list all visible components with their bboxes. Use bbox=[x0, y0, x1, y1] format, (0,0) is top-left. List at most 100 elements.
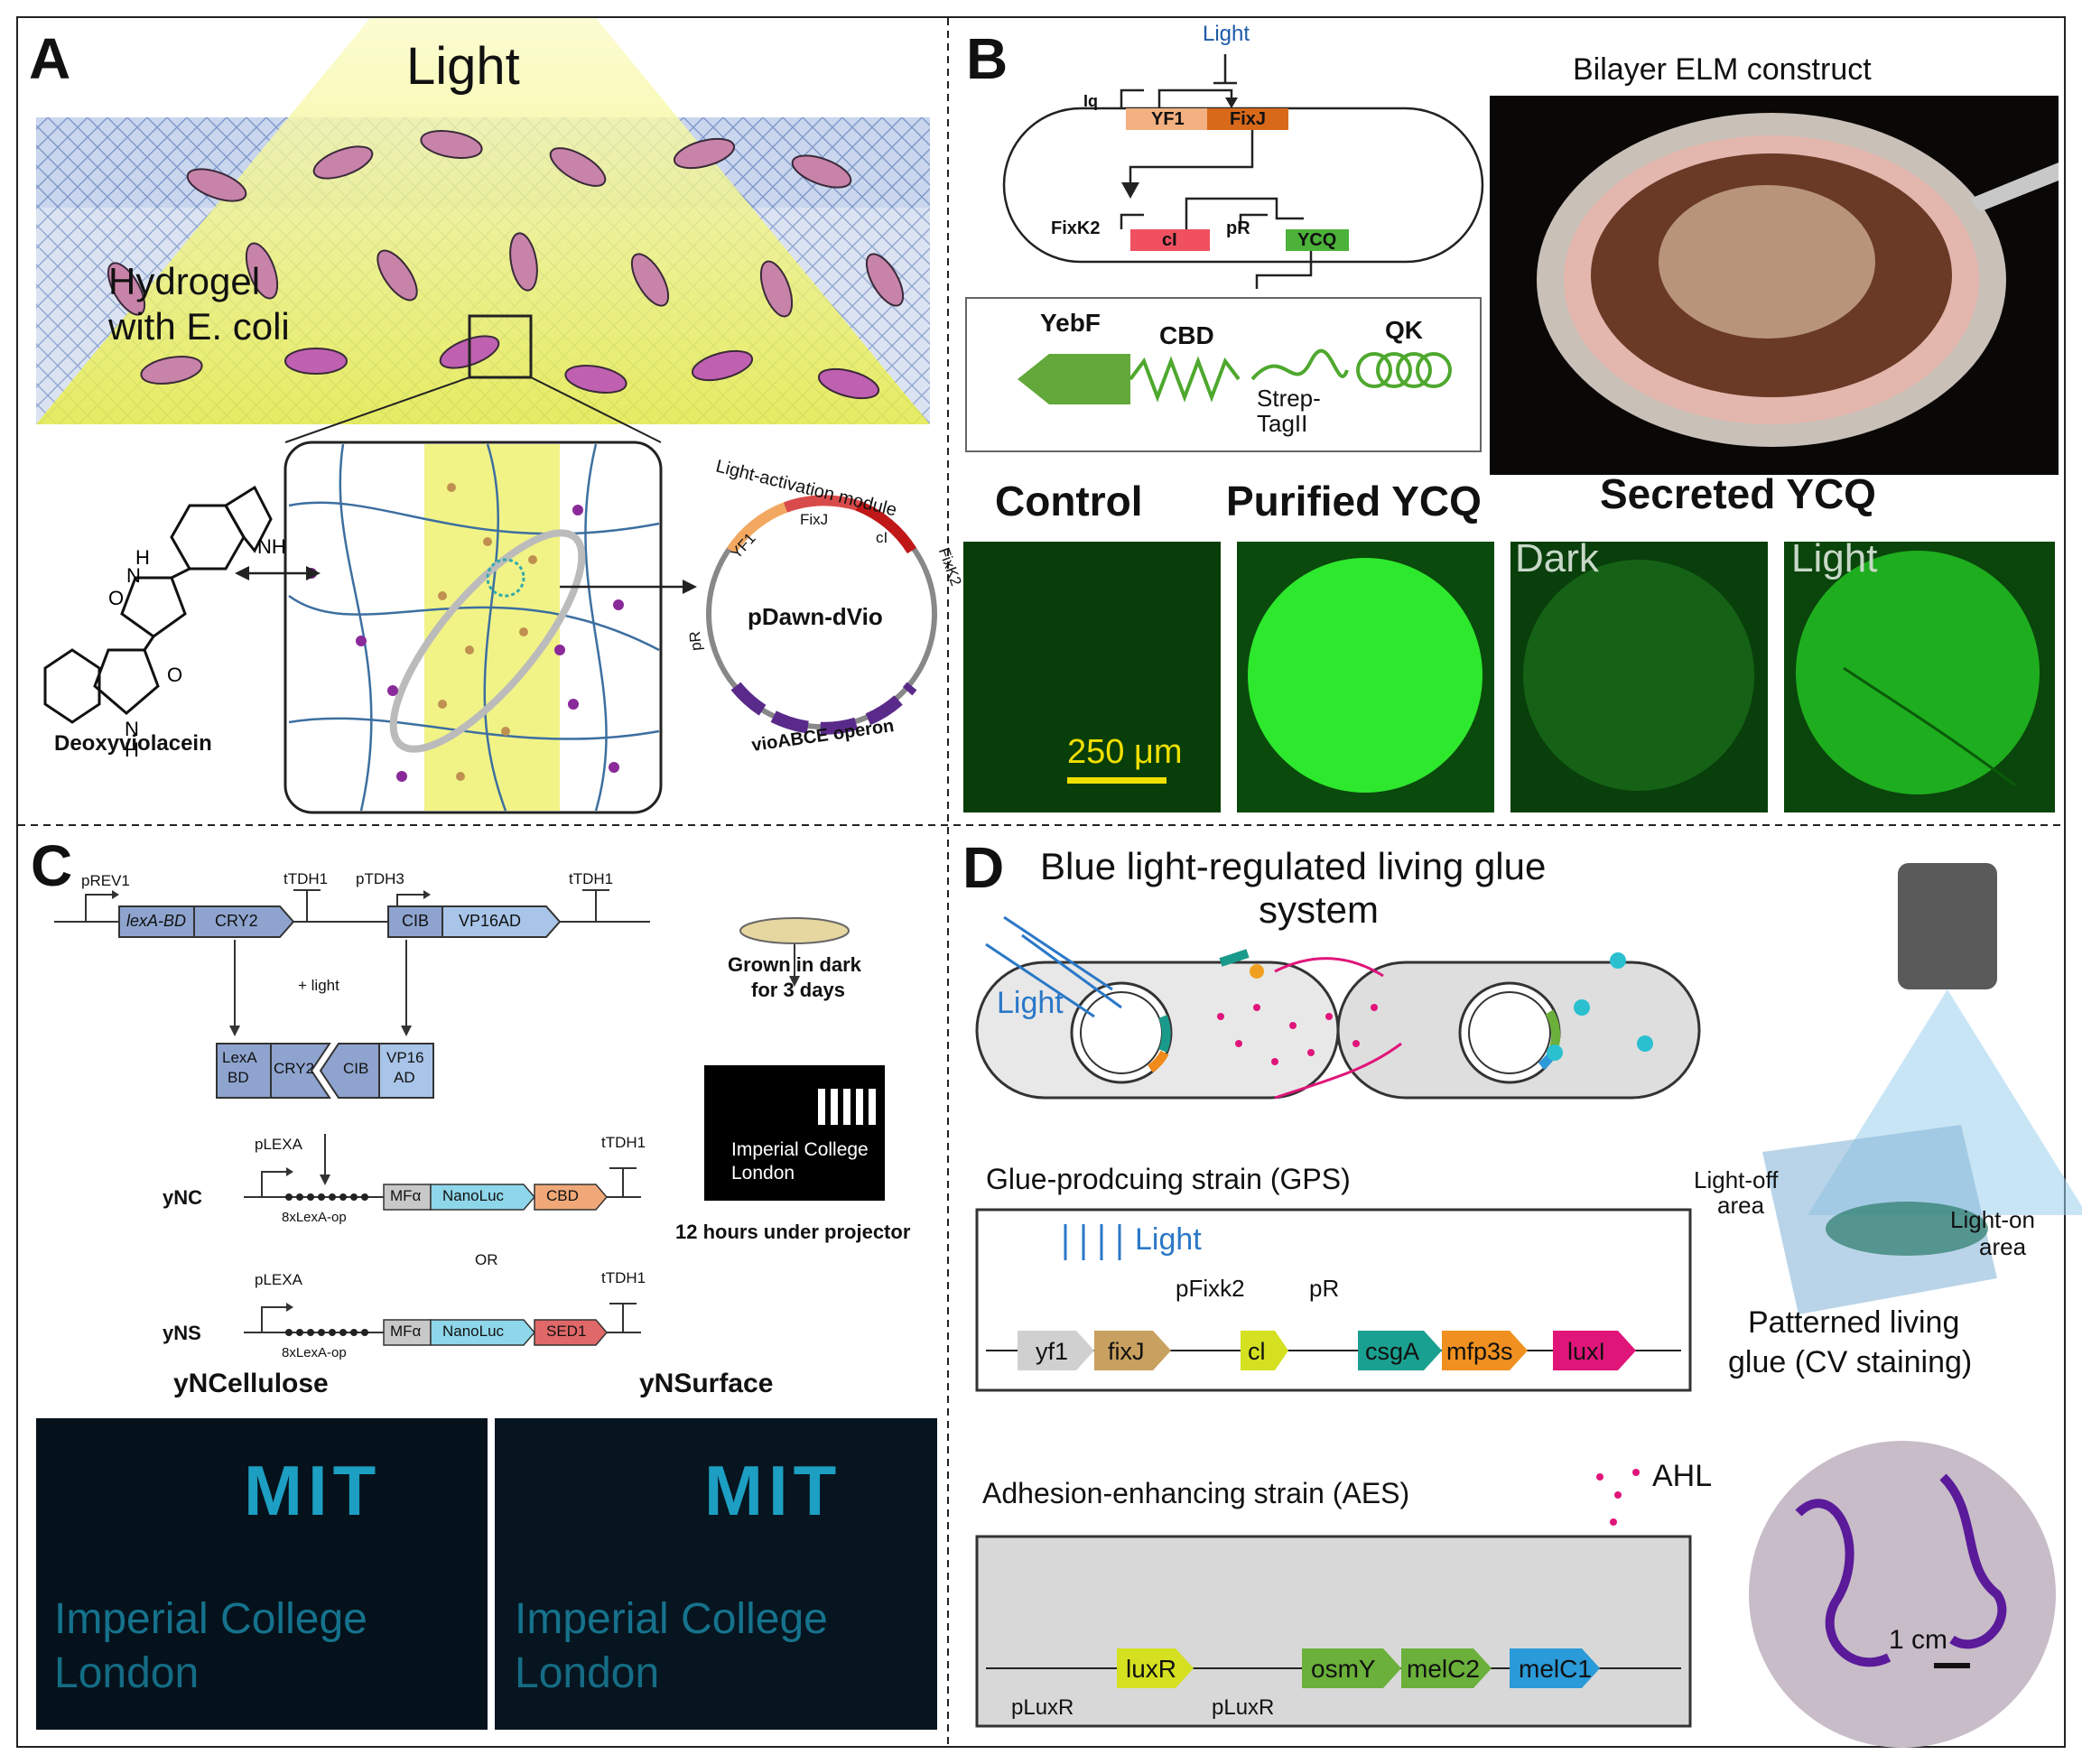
svg-text:O: O bbox=[167, 664, 182, 686]
scale-bar-label-d: 1 cm bbox=[1889, 1625, 1948, 1655]
gene-fixj: FixJ bbox=[1230, 109, 1267, 129]
complex-cry2: CRY2 bbox=[274, 1060, 315, 1077]
ttdh1-a: tTDH1 bbox=[283, 870, 329, 887]
lighton-2: area bbox=[1979, 1233, 2027, 1260]
hydrogel-label-1: Hydrogel bbox=[108, 260, 261, 302]
deoxyviolacein-label: Deoxyviolacein bbox=[54, 731, 212, 756]
hydrogel-label-2: with E. coli bbox=[108, 305, 290, 348]
ynsurface-label: yNSurface bbox=[639, 1369, 774, 1398]
svg-text:H: H bbox=[135, 546, 150, 569]
gene-mfp3s: mfp3s bbox=[1446, 1338, 1513, 1365]
dark-label: Dark bbox=[1515, 536, 1599, 580]
panel-b-circuit bbox=[963, 54, 2059, 812]
complex-bd: BD bbox=[228, 1069, 249, 1086]
svg-text:H: H bbox=[125, 738, 139, 761]
pfixk2-label: pFixk2 bbox=[1176, 1275, 1245, 1302]
glow-ic-1b: London bbox=[54, 1649, 200, 1697]
svg-text:NH: NH bbox=[257, 535, 286, 558]
gene-vp16ad: VP16AD bbox=[459, 912, 522, 930]
ttdh1-d: tTDH1 bbox=[601, 1269, 646, 1286]
complex-ad: AD bbox=[394, 1069, 415, 1086]
light-label-b: Light bbox=[1203, 22, 1250, 46]
photo-title: Bilayer ELM construct bbox=[1573, 52, 1872, 87]
promoter-fixk2: FixK2 bbox=[1051, 218, 1101, 238]
complex-vp16: VP16 bbox=[386, 1049, 424, 1066]
panel-a-label: A bbox=[29, 26, 71, 91]
patterned-1: Patterned living bbox=[1748, 1305, 1960, 1340]
gene-luxr: luxR bbox=[1126, 1655, 1177, 1683]
lighton-1: Light-on bbox=[1950, 1206, 2035, 1233]
d-light-2: Light bbox=[1135, 1222, 1202, 1257]
pluxr-2: pLuxR bbox=[1212, 1695, 1275, 1720]
glow-mit-2: MIT bbox=[704, 1451, 842, 1530]
aes-label: Adhesion-enhancing strain (AES) bbox=[982, 1477, 1410, 1509]
ahl-label: AHL bbox=[1652, 1459, 1713, 1493]
complex-cib: CIB bbox=[343, 1060, 369, 1077]
svg-text:O: O bbox=[108, 587, 124, 609]
complex-lexa: LexA bbox=[222, 1049, 257, 1066]
pr-d-label: pR bbox=[1309, 1275, 1340, 1302]
logo-ic-1: Imperial College bbox=[731, 1139, 869, 1160]
mfa-2: MFα bbox=[390, 1323, 422, 1340]
plexa-1: pLEXA bbox=[255, 1136, 302, 1153]
scale-bar-label-b: 250 μm bbox=[1067, 733, 1183, 771]
svg-text:N: N bbox=[125, 718, 139, 740]
yncellulose-label: yNCellulose bbox=[173, 1369, 329, 1398]
svg-text:N: N bbox=[126, 564, 141, 587]
lightoff-1: Light-off bbox=[1694, 1166, 1779, 1193]
control-label: Control bbox=[995, 478, 1143, 525]
gene-luxi: luxI bbox=[1567, 1338, 1606, 1365]
domain-cbd: CBD bbox=[1159, 321, 1214, 349]
lexaop-1: 8xLexA-op bbox=[282, 1210, 347, 1225]
nanoluc-2: NanoLuc bbox=[442, 1323, 505, 1340]
panel-c-label: C bbox=[31, 833, 73, 898]
plasmid-ci: cI bbox=[876, 529, 888, 546]
domain-qk: QK bbox=[1385, 316, 1423, 344]
gene-ci: cI bbox=[1162, 230, 1177, 250]
gene-ci-d: cl bbox=[1248, 1338, 1266, 1365]
secreted-label: Secreted YCQ bbox=[1600, 470, 1876, 517]
d-title-2: system bbox=[1259, 888, 1380, 931]
patterned-2: glue (CV staining) bbox=[1728, 1345, 1973, 1379]
purified-label: Purified YCQ bbox=[1226, 478, 1482, 525]
plasmid-fixj: FixJ bbox=[800, 511, 829, 528]
gene-lexabd: lexA-BD bbox=[126, 912, 187, 930]
panel-d-label: D bbox=[962, 835, 1005, 900]
ync-label: yNC bbox=[163, 1186, 203, 1209]
logo-ic-2: London bbox=[731, 1163, 795, 1184]
light-label-a: Light bbox=[406, 37, 520, 96]
grown-2: for 3 days bbox=[751, 979, 845, 1001]
prev1: pREV1 bbox=[81, 872, 130, 889]
panel-c-constructs bbox=[36, 889, 937, 1730]
cbd-c: CBD bbox=[546, 1187, 579, 1204]
promoter-pr: pR bbox=[1226, 218, 1250, 238]
gene-fixj-d: fixJ bbox=[1108, 1338, 1145, 1365]
lexaop-2: 8xLexA-op bbox=[282, 1345, 347, 1360]
gene-yf1-d: yf1 bbox=[1036, 1338, 1069, 1365]
grown-1: Grown in dark bbox=[728, 953, 861, 976]
gene-melc1: melC1 bbox=[1519, 1655, 1592, 1683]
panel-b-label: B bbox=[966, 26, 1008, 91]
panel-a-illustration: O H N NH O N H bbox=[36, 18, 937, 814]
domain-yebf: YebF bbox=[1040, 309, 1101, 337]
gene-yf1: YF1 bbox=[1151, 109, 1185, 129]
or-label: OR bbox=[475, 1251, 498, 1268]
glow-ic-1a: Imperial College bbox=[54, 1595, 367, 1643]
plexa-2: pLEXA bbox=[255, 1271, 302, 1288]
projector-label: 12 hours under projector bbox=[675, 1221, 911, 1243]
strep-label-2: TagII bbox=[1257, 410, 1308, 437]
plus-light: + light bbox=[298, 977, 339, 994]
panel-d: D Blue light-regulated living glue syste… bbox=[950, 827, 2082, 1748]
gene-csga: csgA bbox=[1365, 1338, 1420, 1365]
panel-a: O H N NH O N H A Light Hydrogel with E. … bbox=[18, 18, 965, 823]
glow-mit-1: MIT bbox=[244, 1451, 382, 1530]
mfa-1: MFα bbox=[390, 1187, 422, 1204]
ptdh3: pTDH3 bbox=[356, 870, 404, 887]
gene-melc2: melC2 bbox=[1407, 1655, 1480, 1683]
d-light-1: Light bbox=[997, 986, 1064, 1020]
gene-ycq: YCQ bbox=[1297, 230, 1337, 250]
strep-label-1: Strep- bbox=[1257, 385, 1321, 412]
panel-b: B Light Iq YF1 FixJ FixK2 cI pR YCQ YebF… bbox=[950, 18, 2064, 823]
gene-cry2: CRY2 bbox=[215, 912, 258, 930]
